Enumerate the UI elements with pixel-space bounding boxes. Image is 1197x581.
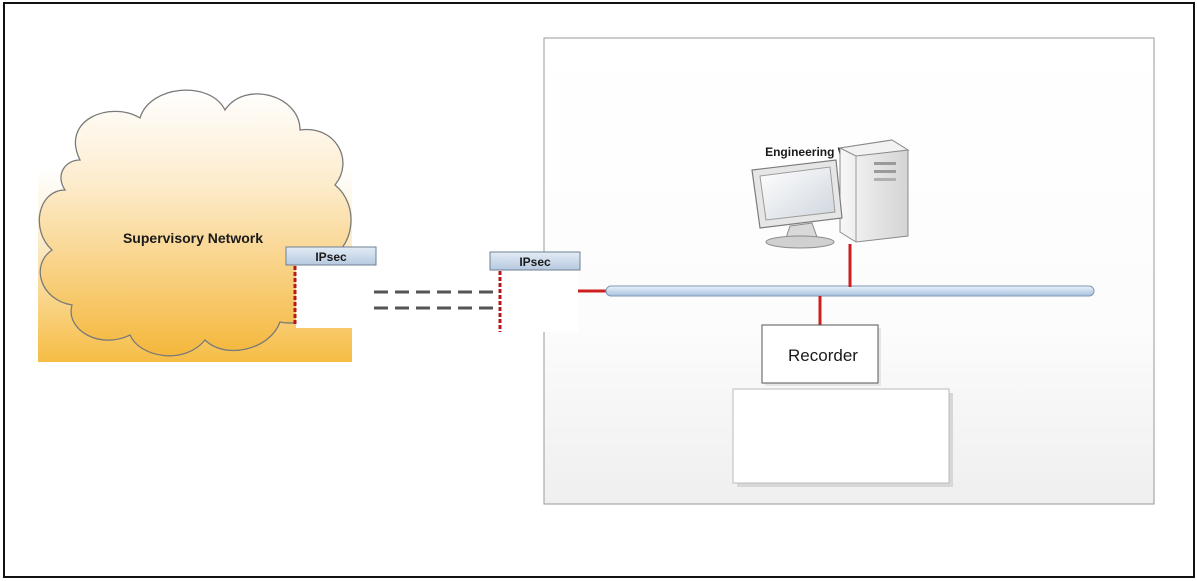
ipsec-gateway-right[interactable]: IPsec xyxy=(489,251,606,332)
ipsec-right-label: IPsec xyxy=(519,255,551,269)
engineering-workstation[interactable]: Engineering Workstation xyxy=(751,139,910,287)
recorder-box xyxy=(761,324,879,384)
ipsec-left-box xyxy=(285,246,377,266)
ipsec-gateway-left[interactable]: IPsec xyxy=(285,246,377,326)
desktop-computer-icon xyxy=(751,139,910,249)
supervisory-network-label: Supervisory Network xyxy=(123,230,263,246)
ipsec-right-box xyxy=(489,251,581,271)
empty-device-box xyxy=(732,388,953,487)
supervisory-network-cloud[interactable]: Supervisory Network xyxy=(38,89,352,362)
ipsec-tunnel xyxy=(374,290,500,310)
ipsec-left-label: IPsec xyxy=(315,250,347,264)
recorder-label: Recorder xyxy=(788,346,858,365)
network-bus xyxy=(605,285,1095,297)
gateway-notch xyxy=(296,262,352,328)
recorder[interactable]: Recorder xyxy=(761,296,881,386)
right-gateway-notch xyxy=(498,270,578,332)
